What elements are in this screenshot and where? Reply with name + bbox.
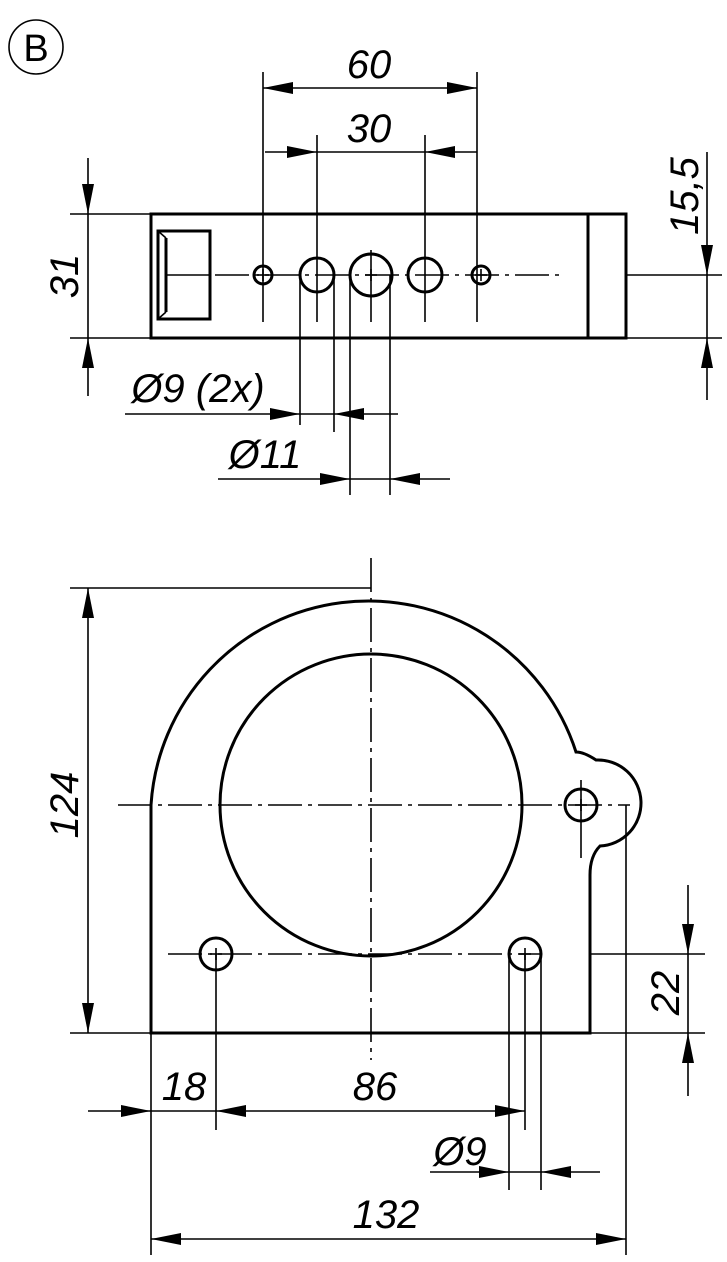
front-view-extension-lines	[70, 587, 705, 1255]
top-view-body	[149, 212, 628, 340]
dim-18-label: 18	[162, 1065, 207, 1109]
dim-132-label: 132	[353, 1193, 420, 1237]
dim-30-label: 30	[347, 107, 392, 151]
view-label-text: B	[23, 28, 48, 70]
front-view-outline	[149, 599, 643, 1035]
top-view-extension-lines	[262, 72, 478, 495]
dim-132: 132	[151, 1193, 626, 1245]
dim-hole-diameter: Ø9	[430, 1130, 600, 1178]
dim-center-hole: Ø11	[218, 433, 450, 485]
dim-86-label: 86	[353, 1065, 398, 1109]
dim-15-5: 15,5	[626, 152, 722, 400]
dim-15-5-label: 15,5	[663, 156, 707, 235]
dim-60-label: 60	[347, 43, 392, 87]
dim-18-86: 18 86	[88, 1065, 525, 1117]
dim-31-label: 31	[43, 254, 87, 299]
front-view: 124 22 18 86 Ø9	[43, 558, 705, 1255]
dim-small-holes: Ø9 (2x)	[125, 367, 398, 420]
dim-60: 60	[263, 43, 477, 94]
dim-small-holes-label: Ø9 (2x)	[129, 367, 264, 411]
dim-22-label: 22	[644, 971, 688, 1017]
front-view-holes	[198, 780, 599, 972]
dim-31: 31	[43, 158, 151, 396]
dim-center-hole-label: Ø11	[227, 433, 302, 477]
dim-30: 30	[265, 107, 477, 158]
view-label: B	[8, 19, 64, 75]
dim-124: 124	[43, 588, 94, 1033]
dim-22: 22	[644, 885, 694, 1096]
top-view: 60 30 31 15,5	[43, 43, 722, 495]
dim-hole-diameter-label: Ø9	[431, 1130, 486, 1174]
dim-124-label: 124	[43, 772, 87, 839]
